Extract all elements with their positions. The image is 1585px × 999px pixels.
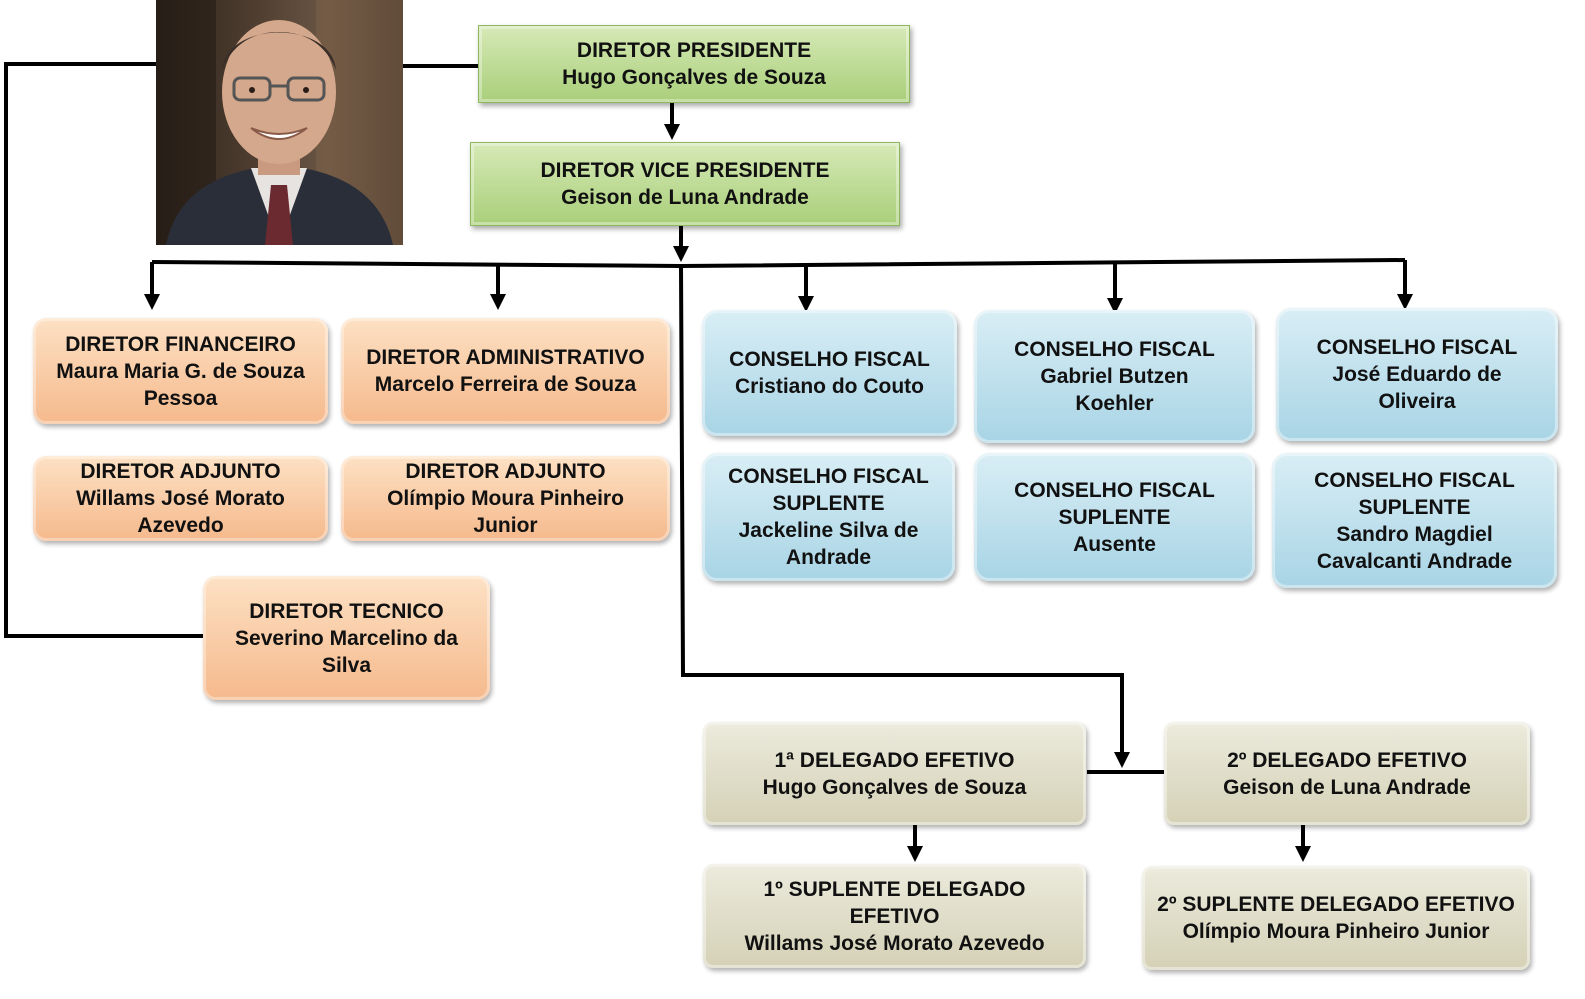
suplente-delegado-2-box: 2º SUPLENTE DELEGADO EFETIVO Olímpio Mou… [1142, 866, 1530, 970]
director-administrativo-name: Marcelo Ferreira de Souza [374, 373, 637, 396]
conselho-fiscal-2-title: CONSELHO FISCAL [1014, 338, 1215, 361]
conselho-fiscal-suplente-3-subtitle: SUPLENTE [1358, 495, 1471, 519]
conselho-fiscal-suplente-2-subtitle: SUPLENTE [1058, 505, 1171, 529]
director-tecnico-name-line2: Silva [321, 653, 372, 677]
conselho-fiscal-suplente-2-title: CONSELHO FISCAL [1014, 478, 1215, 502]
director-tecnico-name-line1: Severino Marcelino da [235, 626, 458, 650]
director-adjunto-2-name-line1: Olímpio Moura Pinheiro [387, 487, 624, 510]
delegado-1-box: 1ª DELEGADO EFETIVO Hugo Gonçalves de So… [703, 722, 1086, 825]
conselho-fiscal-suplente-3-name-line1: Sandro Magdiel [1336, 522, 1493, 546]
vice-president-box: DIRETOR VICE PRESIDENTE Geison de Luna A… [470, 142, 900, 226]
vice-president-name: Geison de Luna Andrade [561, 186, 809, 209]
suplente-delegado-2-title: 2º SUPLENTE DELEGADO EFETIVO [1157, 893, 1515, 916]
conselho-fiscal-2-name-line1: Gabriel Butzen [1040, 365, 1189, 388]
director-administrativo-title: DIRETOR ADMINISTRATIVO [366, 346, 645, 369]
director-adjunto-2-box: DIRETOR ADJUNTO Olímpio Moura Pinheiro J… [341, 456, 670, 541]
conselho-fiscal-3-title: CONSELHO FISCAL [1316, 336, 1518, 359]
suplente-delegado-1-title-line1: 1º SUPLENTE DELEGADO [763, 877, 1026, 901]
conselho-fiscal-2-box: CONSELHO FISCAL Gabriel Butzen Koehler [974, 310, 1255, 443]
president-title: DIRETOR PRESIDENTE [576, 39, 812, 62]
conselho-fiscal-3-name-line1: José Eduardo de [1332, 363, 1502, 386]
president-photo [156, 0, 403, 245]
conselho-fiscal-suplente-1-box: CONSELHO FISCAL SUPLENTE Jackeline Silva… [702, 453, 955, 581]
delegado-2-title: 2º DELEGADO EFETIVO [1227, 748, 1467, 772]
conselho-fiscal-suplente-2-box: CONSELHO FISCAL SUPLENTE Ausente [974, 453, 1255, 581]
director-tecnico-box: DIRETOR TECNICO Severino Marcelino da Si… [203, 576, 490, 700]
director-adjunto-1-name-line2: Azevedo [137, 514, 224, 537]
connector-left-tecnico [4, 62, 204, 638]
director-adjunto-1-box: DIRETOR ADJUNTO Willams José Morato Azev… [33, 456, 328, 541]
suplente-delegado-2-name: Olímpio Moura Pinheiro Junior [1182, 920, 1490, 943]
conselho-fiscal-suplente-3-box: CONSELHO FISCAL SUPLENTE Sandro Magdiel … [1272, 453, 1557, 588]
conselho-fiscal-1-name: Cristiano do Couto [735, 375, 924, 398]
connector-horizontal-bus [151, 258, 1406, 269]
president-name: Hugo Gonçalves de Souza [562, 66, 826, 89]
delegado-1-title: 1ª DELEGADO EFETIVO [774, 748, 1015, 772]
delegado-1-name: Hugo Gonçalves de Souza [762, 775, 1027, 799]
conselho-fiscal-2-name-line2: Koehler [1075, 392, 1154, 415]
vice-president-title: DIRETOR VICE PRESIDENTE [540, 159, 830, 182]
conselho-fiscal-suplente-1-name-line2: Andrade [785, 546, 872, 569]
conselho-fiscal-1-box: CONSELHO FISCAL Cristiano do Couto [702, 310, 957, 436]
conselho-fiscal-suplente-1-title: CONSELHO FISCAL [728, 465, 929, 488]
person-portrait-icon [156, 0, 403, 245]
conselho-fiscal-3-box: CONSELHO FISCAL José Eduardo de Oliveira [1276, 308, 1558, 441]
suplente-delegado-1-name: Willams José Morato Azevedo [744, 931, 1045, 955]
conselho-fiscal-suplente-1-subtitle: SUPLENTE [772, 492, 885, 515]
suplente-delegado-1-title-line2: EFETIVO [849, 904, 940, 928]
director-financeiro-title: DIRETOR FINANCEIRO [65, 332, 296, 356]
director-financeiro-name-line1: Maura Maria G. de Souza [56, 359, 305, 383]
director-administrativo-box: DIRETOR ADMINISTRATIVO Marcelo Ferreira … [341, 318, 670, 424]
conselho-fiscal-3-name-line2: Oliveira [1378, 390, 1456, 413]
delegado-2-name: Geison de Luna Andrade [1223, 775, 1471, 799]
director-adjunto-1-title: DIRETOR ADJUNTO [80, 460, 281, 483]
suplente-delegado-1-box: 1º SUPLENTE DELEGADO EFETIVO Willams Jos… [703, 864, 1086, 968]
president-box: DIRETOR PRESIDENTE Hugo Gonçalves de Sou… [478, 25, 910, 103]
director-adjunto-1-name-line1: Willams José Morato [76, 487, 285, 510]
director-adjunto-2-name-line2: Junior [473, 514, 538, 537]
conselho-fiscal-suplente-3-title: CONSELHO FISCAL [1314, 468, 1515, 492]
director-tecnico-title: DIRETOR TECNICO [249, 599, 444, 623]
conselho-fiscal-suplente-2-name: Ausente [1073, 532, 1156, 556]
connector-to-delegados [679, 265, 1130, 768]
conselho-fiscal-1-title: CONSELHO FISCAL [729, 348, 930, 371]
conselho-fiscal-suplente-3-name-line2: Cavalcanti Andrade [1316, 549, 1513, 573]
delegado-2-box: 2º DELEGADO EFETIVO Geison de Luna Andra… [1164, 722, 1530, 825]
director-financeiro-name-line2: Pessoa [143, 386, 218, 410]
director-adjunto-2-title: DIRETOR ADJUNTO [405, 460, 606, 483]
director-financeiro-box: DIRETOR FINANCEIRO Maura Maria G. de Sou… [33, 318, 328, 424]
conselho-fiscal-suplente-1-name-line1: Jackeline Silva de [738, 519, 919, 542]
